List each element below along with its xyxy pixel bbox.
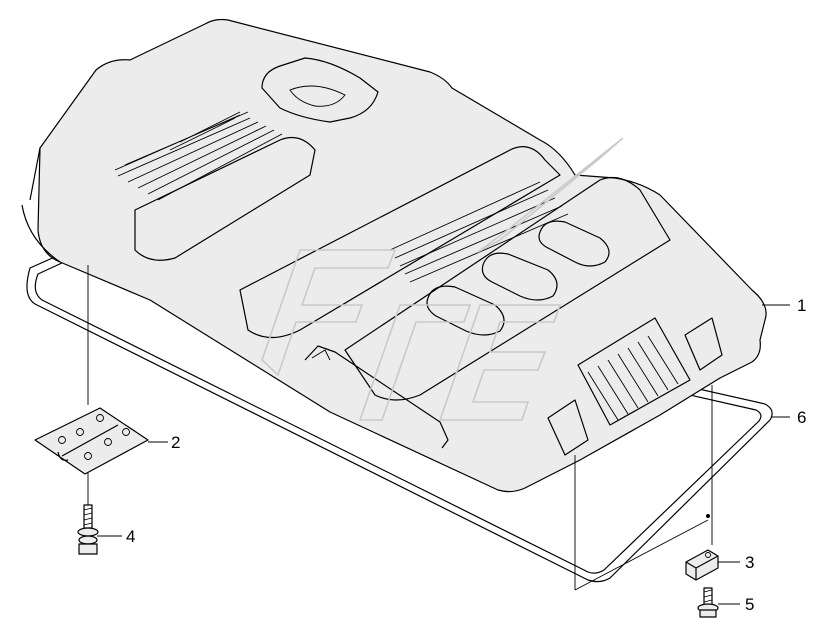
latch-rod [304, 345, 449, 449]
callout-2: 2 [171, 433, 180, 452]
hinge [34, 407, 149, 475]
oval-recesses [426, 220, 610, 336]
vent-slots-left [114, 111, 283, 201]
front-grille [577, 317, 691, 426]
callout-4: 4 [126, 527, 135, 546]
mount-block-left [547, 399, 589, 456]
engine-cover [21, 18, 767, 493]
watermark-logo [261, 137, 624, 421]
mount-block-right [684, 317, 723, 371]
callout-5: 5 [745, 595, 754, 614]
nut-plate-block [685, 549, 719, 581]
flange-bolt [697, 587, 719, 618]
callout-3: 3 [745, 553, 754, 572]
bolt-with-washers [77, 504, 99, 555]
callout-6: 6 [797, 408, 806, 427]
leader-lines [87, 265, 790, 605]
seal-gasket-frame [26, 247, 773, 583]
callout-1: 1 [797, 296, 806, 315]
vent-slots-center [389, 181, 569, 283]
